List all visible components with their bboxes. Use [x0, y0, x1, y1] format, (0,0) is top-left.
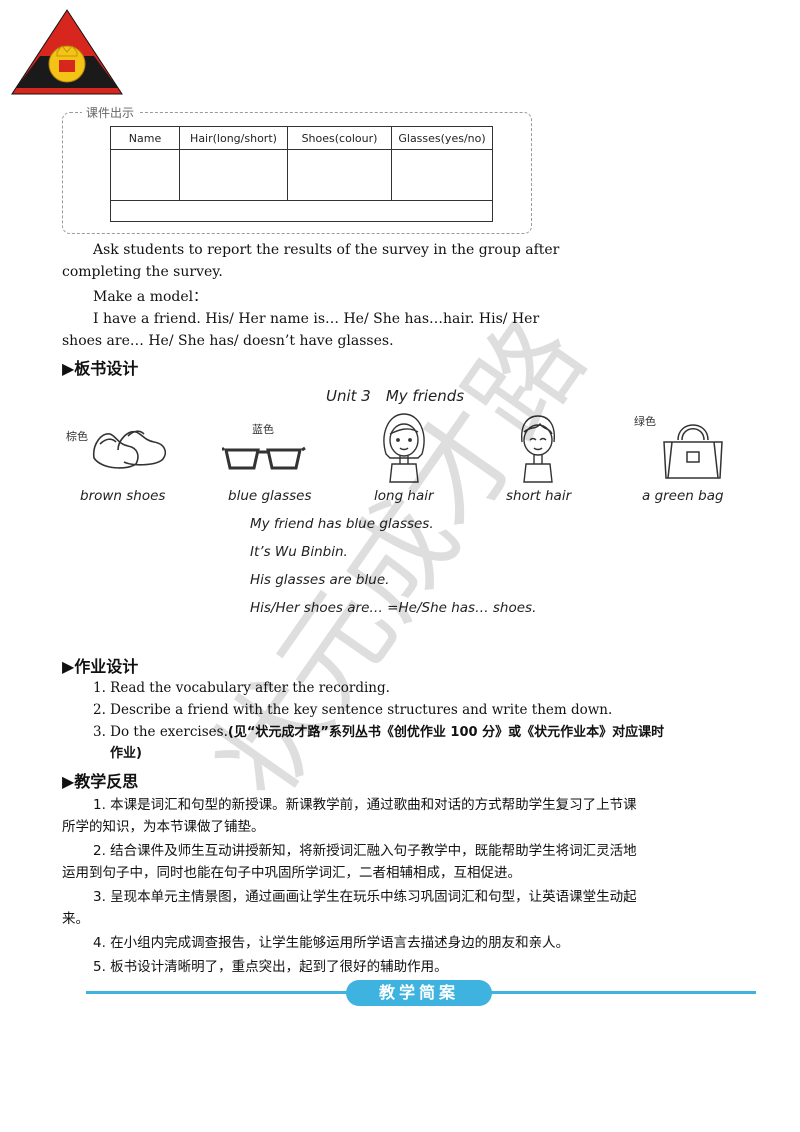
table-cell: [287, 149, 392, 201]
reflection-line: 来。: [62, 911, 89, 927]
bag-icon: [663, 424, 723, 479]
reflection-line: 2. 结合课件及师生互动讲授新知，将新授词汇融入句子教学中，既能帮助学生将词汇灵…: [93, 843, 637, 859]
board-item-label-short-hair: short hair: [506, 488, 572, 504]
homework-item-3-reference: (见“状元成才路”系列丛书《创优作业 100 分》或《状元作业本》对应课时: [227, 725, 665, 740]
reflection-line: 1. 本课是词汇和句型的新授课。新课教学前，通过歌曲和对话的方式帮助学生复习了上…: [93, 797, 637, 813]
reflection-line: 所学的知识，为本节课做了铺垫。: [62, 819, 265, 835]
reflection-line: 4. 在小组内完成调查报告，让学生能够运用所学语言去描述身边的朋友和亲人。: [93, 935, 570, 951]
column-header-name: Name: [110, 126, 180, 150]
homework-item: 3. Do the exercises.(见“状元成才路”系列丛书《创优作业 1…: [93, 721, 664, 744]
paragraph-model-text-2: shoes are… He/ She has/ doesn’t have gla…: [62, 333, 394, 349]
courseware-panel: [62, 112, 532, 234]
column-header-hair: Hair(long/short): [179, 126, 288, 150]
board-item-label-long-hair: long hair: [374, 488, 434, 504]
table-cell: [110, 149, 180, 201]
table-cell: [110, 200, 493, 222]
board-design-heading: ▶板书设计: [62, 359, 139, 378]
footer-badge: 教学简案: [346, 980, 492, 1006]
homework-item: 1. Read the vocabulary after the recordi…: [93, 680, 390, 696]
column-header-shoes: Shoes(colour): [287, 126, 392, 150]
homework-item: 2. Describe a friend with the key senten…: [93, 702, 613, 718]
paragraph-model-text-1: I have a friend. His/ Her name is… He/ S…: [93, 311, 540, 327]
courseware-label: 课件出示: [82, 104, 139, 121]
table-cell: [391, 149, 493, 201]
reflection-line: 3. 呈现本单元主情景图，通过画画让学生在玩乐中练习巩固词汇和句型，让英语课堂生…: [93, 889, 637, 905]
board-sentence: It’s Wu Binbin.: [250, 544, 348, 560]
board-sentence: His glasses are blue.: [250, 572, 390, 588]
board-item-cn-brown: 棕色: [66, 430, 88, 443]
survey-table: Name Hair(long/short) Shoes(colour) Glas…: [110, 126, 493, 222]
paragraph-survey-2: completing the survey.: [62, 264, 223, 280]
board-sentence: His/Her shoes are… =He/She has… shoes.: [250, 600, 537, 616]
homework-item-3-text: 3. Do the exercises.: [93, 724, 228, 740]
board-item-label-glasses: blue glasses: [228, 488, 312, 504]
board-item-label-shoes: brown shoes: [80, 488, 166, 504]
paragraph-survey-1: Ask students to report the results of th…: [93, 242, 560, 258]
reflection-heading: ▶教学反思: [62, 772, 139, 791]
homework-item-3-reference-cont: 作业): [110, 746, 142, 761]
board-sentence: My friend has blue glasses.: [250, 516, 434, 532]
board-item-label-bag: a green bag: [642, 488, 724, 504]
glasses-icon: [222, 446, 306, 470]
watermark: 状元成才路: [189, 296, 609, 820]
board-title: Unit 3 My friends: [326, 387, 465, 405]
homework-heading: ▶作业设计: [62, 657, 139, 676]
long-hair-girl-icon: [383, 413, 425, 483]
reflection-line: 运用到句子中，同时也能在句子中巩固所学词汇，二者相辅相成，互相促进。: [62, 865, 521, 881]
board-item-cn-blue: 蓝色: [252, 423, 274, 436]
reflection-line: 5. 板书设计清晰明了，重点突出，起到了很好的辅助作用。: [93, 959, 448, 975]
publisher-logo: [11, 9, 123, 95]
short-hair-girl-icon: [521, 415, 555, 483]
column-header-glasses: Glasses(yes/no): [391, 126, 493, 150]
table-cell: [179, 149, 288, 201]
shoes-icon: [92, 430, 167, 469]
paragraph-model: Make a model：: [93, 289, 208, 305]
board-item-cn-green: 绿色: [634, 415, 656, 428]
